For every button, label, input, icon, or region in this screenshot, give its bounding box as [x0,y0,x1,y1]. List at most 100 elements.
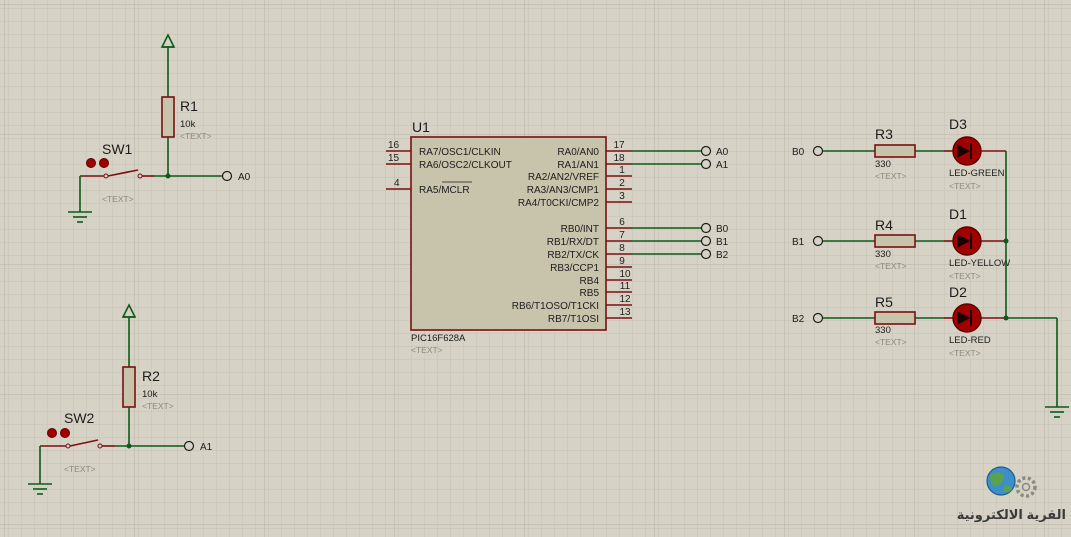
u1-pin-15[interactable]: 15 RA6/OSC2/CLKOUT [386,153,512,171]
d3-text: <TEXT> [949,181,981,191]
d2-value: LED-RED [949,335,991,346]
sw1-ref: SW1 [102,141,133,157]
r3-ref: R3 [875,126,893,142]
r2-ref: R2 [142,368,160,384]
r5-ref: R5 [875,294,893,310]
u1-pin-4[interactable]: 4 RA5/MCLR [386,178,472,196]
terminal-sw1-a0[interactable]: A0 [221,170,251,184]
terminal-label: B2 [716,250,729,261]
led-d3[interactable]: D3 LED-GREEN <TEXT> [944,116,1006,191]
pin-number: 4 [394,178,400,189]
u1-output-nets: A0 A1 B0 B1 B2 [632,145,729,262]
u1-pin-12[interactable]: 12 RB6/T1OSO/T1CKI [512,294,632,312]
u1-pin-3[interactable]: 3 RA4/T0CKI/CMP2 [518,191,632,209]
pin-name: RA1/AN1 [557,160,599,171]
r5-text: <TEXT> [875,337,907,347]
u1-pin-11[interactable]: 11 RB5 [580,281,632,299]
d2-ref: D2 [949,284,967,300]
u1-pin-8[interactable]: 8 RB2/TX/CK [547,243,632,261]
pin-name: RB3/CCP1 [550,263,599,274]
power-terminal-2[interactable] [121,303,137,367]
u1-pin-17[interactable]: 17 RA0/AN0 [557,140,632,158]
ground-symbol-1 [68,211,92,223]
terminal-label: B1 [716,237,729,248]
terminal-label: A1 [716,160,729,171]
terminal-led-b1[interactable]: B1 [792,235,824,249]
u1-pin-1[interactable]: 1 RA2/AN2/VREF [528,165,632,183]
r5-value: 330 [875,325,891,336]
d1-text: <TEXT> [949,271,981,281]
d3-value: LED-GREEN [949,168,1005,179]
pin-number: 11 [620,281,631,292]
pin-number: 9 [619,256,625,267]
pin-name: RB4 [580,276,600,287]
led-d2[interactable]: D2 LED-RED <TEXT> [944,284,1006,358]
ground-symbol-3 [1045,406,1069,418]
terminal-label: A0 [716,147,729,158]
pin-number: 17 [613,140,625,151]
switch-sw2[interactable]: SW2 <TEXT> [40,410,115,474]
pin-number: 1 [619,165,625,176]
u1-pin-6[interactable]: 6 RB0/INT [561,217,632,235]
pin-name: RA4/T0CKI/CMP2 [518,198,600,209]
r3-text: <TEXT> [875,171,907,181]
globe-gear-icon [986,466,1037,498]
resistor-r4[interactable]: R4 330 <TEXT> [874,217,916,271]
u1-pin-18[interactable]: 18 RA1/AN1 [557,153,632,171]
sw2-circuit: R2 10k <TEXT> SW2 <TEXT> A1 [28,303,213,495]
terminal-u1-a0[interactable]: A0 [700,145,729,159]
led-row-red: B2 R5 330 <TEXT> D2 LED-RED <TEXT> [792,284,1006,358]
pin-number: 18 [613,153,625,164]
pin-name: RB0/INT [561,224,599,235]
r4-ref: R4 [875,217,893,233]
led-d1[interactable]: D1 LED-YELLOW <TEXT> [944,206,1010,281]
terminal-label: A0 [238,172,251,183]
pin-name: RA7/OSC1/CLKIN [419,147,501,158]
r1-text: <TEXT> [180,131,212,141]
d3-ref: D3 [949,116,967,132]
pin-name: RA5/MCLR [419,185,470,196]
power-terminal-1[interactable] [160,33,176,97]
r1-ref: R1 [180,98,198,114]
u1-pin-2[interactable]: 2 RA3/AN3/CMP1 [527,178,632,196]
terminal-label: A1 [200,442,213,453]
u1-pin-9[interactable]: 9 RB3/CCP1 [550,256,632,274]
led-ground-bus [1003,151,1058,407]
microcontroller-u1[interactable]: U1 PIC16F628A <TEXT> 16 RA7/OSC1/CLKIN 1… [386,119,632,355]
logo-watermark: القرية الالكترونية [957,466,1066,522]
led-row-green: B0 R3 330 <TEXT> D3 LED-GREEN <TEXT> [792,116,1006,191]
terminal-u1-a1[interactable]: A1 [700,158,729,172]
pin-name: RB5 [580,288,600,299]
pin-name: RA0/AN0 [557,147,599,158]
terminal-u1-b0[interactable]: B0 [700,222,729,236]
led-row-yellow: B1 R4 330 <TEXT> D1 LED-YELLOW <TEXT> [792,206,1010,281]
sw2-text: <TEXT> [64,464,96,474]
pin-name: RB6/T1OSO/T1CKI [512,301,599,312]
pin-number: 12 [619,294,631,305]
d1-ref: D1 [949,206,967,222]
resistor-r2[interactable]: R2 10k <TEXT> [122,366,174,446]
terminal-led-b0[interactable]: B0 [792,145,824,159]
switch-sw1[interactable]: SW1 <TEXT> [80,141,154,204]
pin-number: 3 [619,191,625,202]
u1-pin-16[interactable]: 16 RA7/OSC1/CLKIN [386,140,501,158]
logo-text: القرية الالكترونية [957,507,1066,522]
u1-ref: U1 [412,119,430,135]
pin-number: 6 [619,217,625,228]
pin-name: RB1/RX/DT [547,237,599,248]
terminal-u1-b2[interactable]: B2 [700,248,729,262]
pin-name: RB7/T1OSI [548,314,599,325]
pin-number: 10 [619,269,631,280]
terminal-sw2-a1[interactable]: A1 [183,440,213,454]
pin-number: 7 [619,230,625,241]
u1-pin-13[interactable]: 13 RB7/T1OSI [548,307,632,325]
r2-value: 10k [142,389,158,400]
sw1-text: <TEXT> [102,194,134,204]
terminal-led-b2[interactable]: B2 [792,312,824,326]
u1-pin-10[interactable]: 10 RB4 [580,269,632,287]
resistor-r1[interactable]: R1 10k <TEXT> [161,96,212,176]
u1-pin-7[interactable]: 7 RB1/RX/DT [547,230,632,248]
terminal-u1-b1[interactable]: B1 [700,235,729,249]
pin-number: 16 [388,140,400,151]
